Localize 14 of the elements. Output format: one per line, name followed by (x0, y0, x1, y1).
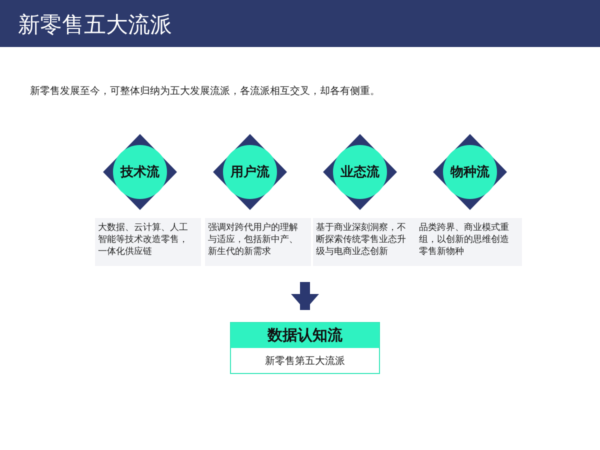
description-card: 品类跨界、商业模式重组，以创新的思维创造零售新物种 (416, 218, 522, 266)
box-heading: 数据认知流 (231, 323, 379, 348)
description-card: 基于商业深刻洞察，不断探索传统零售业态升级与电商业态创新 (313, 218, 419, 266)
box-subtitle: 新零售第五大流派 (264, 354, 346, 368)
page-title: 新零售五大流派 (18, 12, 172, 40)
description-card: 强调对跨代用户的理解与适应，包括新中产、新生代的新需求 (205, 218, 311, 266)
badge-title: 业态流 (340, 164, 380, 181)
summary-box (230, 322, 380, 374)
badge-title: 用户流 (229, 164, 270, 181)
badge-title: 技术流 (119, 164, 160, 181)
badge-title: 物种流 (449, 164, 490, 181)
down-arrow (291, 282, 319, 310)
intro-text: 新零售发展至今，可整体归纳为五大发展流派，各流派相互交叉，却各有侧重。 (30, 84, 380, 98)
description-card: 大数据、云计算、人工智能等技术改造零售，一体化供应链 (95, 218, 201, 266)
